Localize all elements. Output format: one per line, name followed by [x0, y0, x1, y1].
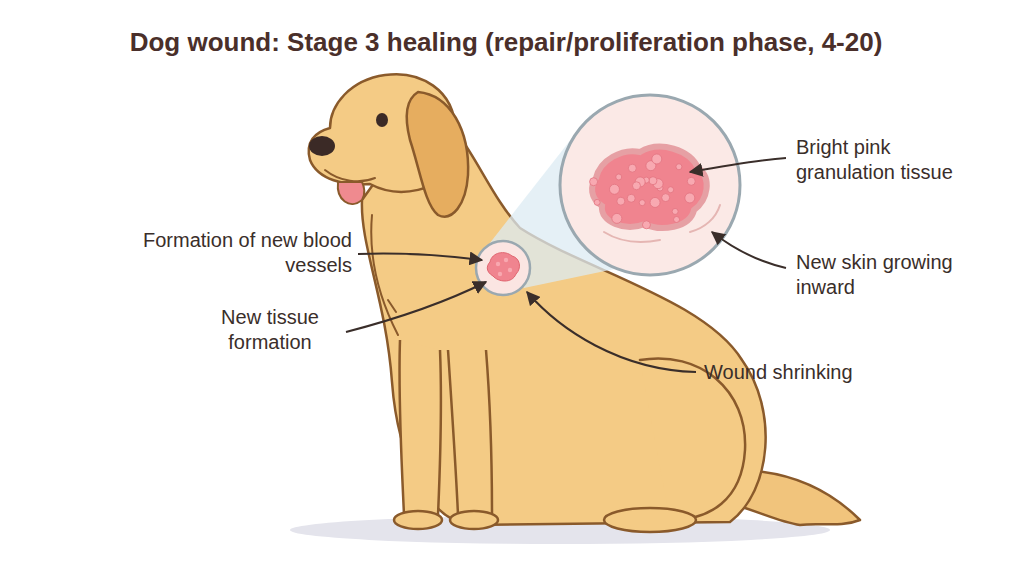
new-skin — [604, 205, 720, 242]
eye — [376, 113, 388, 127]
front-paw — [450, 511, 498, 529]
wound — [487, 253, 519, 281]
callout-label: Formation of new blood vessels — [130, 228, 352, 278]
callout-label: New skin growing inward — [796, 250, 956, 300]
chest-fur — [371, 215, 398, 335]
callout-label: Wound shrinking — [704, 360, 944, 385]
front-leg — [399, 340, 440, 515]
wound-site — [476, 241, 530, 295]
granulation-tissue — [592, 147, 707, 228]
front-paw — [394, 511, 442, 529]
zoom-circle — [560, 95, 740, 275]
front-leg — [448, 350, 492, 515]
callout-label: New tissue formation — [200, 305, 340, 355]
hind-paw — [604, 508, 696, 532]
callout-label: Bright pink granulation tissue — [796, 135, 981, 185]
tissue-bumps — [590, 154, 696, 229]
title: Dog wound: Stage 3 healing (repair/proli… — [0, 27, 1018, 58]
mouth — [325, 170, 375, 181]
tongue — [338, 182, 365, 204]
nose — [309, 136, 335, 156]
ear — [407, 92, 468, 217]
wound-texture — [496, 258, 512, 276]
leader-lines — [346, 158, 786, 372]
